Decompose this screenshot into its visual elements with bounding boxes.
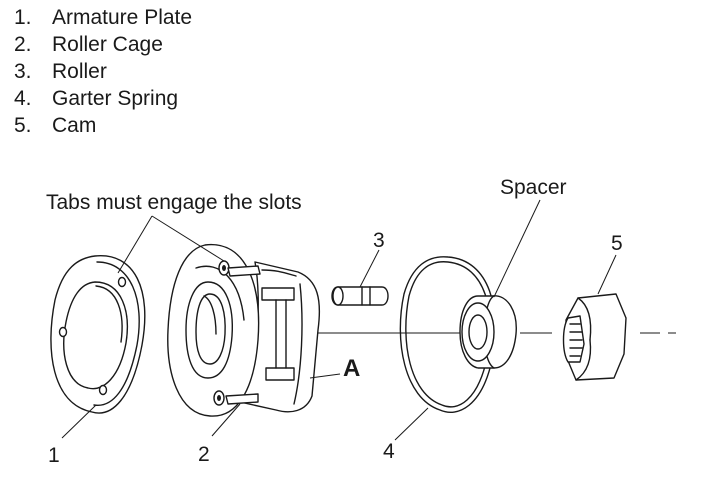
plate-hole: [98, 384, 108, 396]
legend-label: Cam: [52, 114, 97, 137]
spacer-label: Spacer: [500, 176, 567, 199]
callout-3: 3: [373, 229, 385, 252]
plate-hole: [117, 276, 127, 288]
legend-label: Armature Plate: [52, 6, 193, 29]
legend-number: 5.: [14, 114, 32, 137]
legend-item-armature-plate: 1. Armature Plate: [14, 4, 192, 31]
parts-legend: 1. Armature Plate 2. Roller Cage 3. Roller …: [14, 4, 192, 139]
legend-label: Roller: [52, 60, 107, 83]
callout-a: A: [343, 355, 360, 382]
callout-2: 2: [198, 443, 210, 466]
callout-4: 4: [383, 440, 395, 463]
cage-slot: [261, 287, 295, 301]
plate-hole: [58, 326, 68, 338]
cam: [562, 293, 627, 381]
cage-tab-hole: [217, 395, 221, 401]
legend-item-roller: 3. Roller: [14, 58, 192, 85]
armature-plate: [50, 255, 146, 414]
callout-1: 1: [48, 444, 60, 467]
legend-number: 3.: [14, 60, 32, 83]
legend-number: 4.: [14, 87, 32, 110]
roller-cage: [167, 244, 321, 417]
tabs-note-label: Tabs must engage the slots: [46, 191, 302, 214]
roller: [331, 286, 389, 306]
leader-lines: [61, 199, 617, 441]
legend-label: Roller Cage: [52, 33, 163, 56]
legend-label: Garter Spring: [52, 87, 179, 110]
callout-5: 5: [611, 232, 623, 255]
cage-tab-hole: [222, 265, 226, 271]
legend-item-roller-cage: 2. Roller Cage: [14, 31, 192, 58]
legend-item-garter-spring: 4. Garter Spring: [14, 85, 192, 112]
legend-number: 1.: [14, 6, 32, 29]
legend-item-cam: 5. Cam: [14, 112, 192, 139]
spacer: [459, 295, 517, 369]
cage-slot: [265, 367, 295, 381]
legend-number: 2.: [14, 33, 32, 56]
